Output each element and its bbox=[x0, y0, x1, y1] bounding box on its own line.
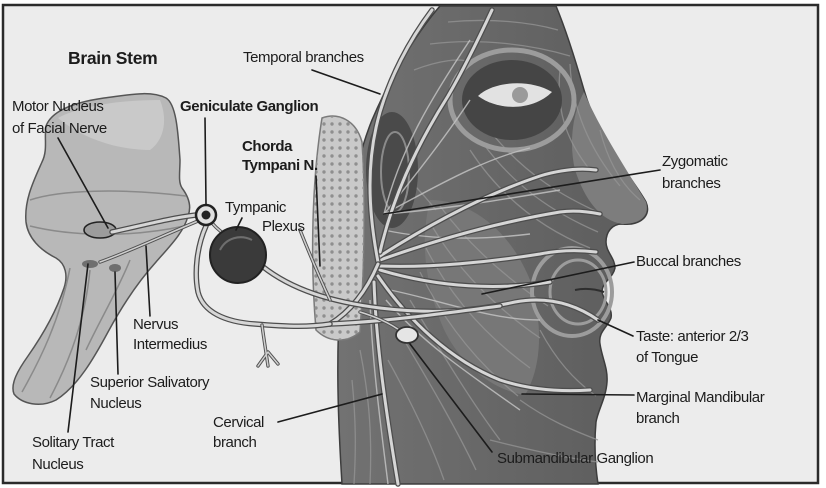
nerve-strand bbox=[383, 147, 531, 215]
leader-tympanic-plexus bbox=[235, 217, 243, 231]
leader-lines bbox=[57, 69, 661, 453]
muscle-fiber-line bbox=[489, 439, 599, 463]
label-line: Intermedius bbox=[133, 336, 207, 353]
leader-zygomatic-branches bbox=[383, 169, 661, 215]
muscle-fiber-line bbox=[351, 379, 356, 485]
label-line: Taste: anterior 2/3 bbox=[636, 328, 749, 345]
leader-submandibular-ganglion bbox=[409, 343, 493, 453]
label-line: branches bbox=[662, 175, 721, 192]
pons-upper-contour bbox=[29, 190, 187, 201]
label-tympanic-plexus: Tympanic Plexus bbox=[225, 199, 305, 235]
label-line: Zygomatic bbox=[662, 153, 728, 170]
orbicularis-oris-inner bbox=[548, 258, 608, 326]
eye bbox=[447, 47, 577, 153]
brain-stem-illustration bbox=[12, 92, 191, 406]
muscle-fiber-line bbox=[481, 141, 599, 233]
label-line: Cervical bbox=[213, 414, 264, 431]
solitary-tract-nucleus bbox=[82, 260, 98, 268]
tympanic-plexus bbox=[209, 226, 267, 284]
muscle-fiber-line bbox=[519, 399, 599, 441]
label-solitary-tract-nucleus: Solitary Tract Nucleus bbox=[32, 434, 118, 473]
label-brain-stem: Brain Stem bbox=[68, 48, 157, 68]
tympanic-plexus-highlight bbox=[219, 236, 253, 251]
label-marginal-mandibular-branch: Marginal Mandibular branch bbox=[636, 389, 768, 427]
label-motor-nucleus: Motor Nucleus of Facial Nerve bbox=[12, 98, 107, 137]
muscle-fiber-line bbox=[387, 359, 445, 481]
label-line: Motor Nucleus bbox=[12, 98, 104, 115]
submandibular-ganglion bbox=[395, 326, 419, 344]
label-line: branch bbox=[213, 434, 257, 451]
label-cervical-branch: Cervical branch bbox=[213, 414, 268, 451]
label-geniculate-ganglion: Geniculate Ganglion bbox=[180, 98, 318, 115]
muscle-fiber-line bbox=[447, 19, 559, 31]
leader-nervus-intermedius bbox=[145, 245, 151, 317]
leader-solitary-tract bbox=[67, 263, 89, 433]
label-line: Superior Salivatory bbox=[90, 374, 210, 391]
medulla-ridge bbox=[21, 267, 71, 393]
brain-stem bbox=[12, 92, 191, 406]
muscle-fiber-line bbox=[429, 41, 571, 57]
label-line: Marginal Mandibular bbox=[636, 389, 765, 406]
label-submandibular-ganglion: Submandibular Ganglion bbox=[497, 450, 653, 467]
nerve-strand bbox=[385, 299, 521, 411]
label-line: Solitary Tract bbox=[32, 434, 115, 451]
label-line: Nucleus bbox=[32, 456, 83, 473]
label-line: Chorda bbox=[242, 138, 293, 155]
leader-taste-tongue bbox=[597, 319, 634, 337]
leader-chorda-tympani bbox=[315, 175, 321, 267]
leader-motor-nucleus bbox=[57, 137, 109, 229]
label-line: Nucleus bbox=[90, 395, 141, 412]
label-line: of Tongue bbox=[636, 349, 698, 366]
label-temporal-branches: Temporal branches bbox=[243, 49, 364, 66]
leader-geniculate-ganglion bbox=[204, 117, 207, 205]
label-line: Tympani N. bbox=[242, 157, 318, 174]
muscle-fiber-line bbox=[397, 329, 477, 471]
muscle-fiber-line bbox=[359, 349, 372, 485]
geniculate-ganglion-core bbox=[201, 210, 211, 220]
label-nervus-intermedius: Nervus Intermedius bbox=[133, 316, 207, 353]
iris bbox=[512, 87, 528, 103]
label-line: of Facial Nerve bbox=[12, 120, 107, 137]
label-line: Nervus bbox=[133, 316, 178, 333]
label-superior-salivatory-nucleus: Superior Salivatory Nucleus bbox=[90, 374, 213, 412]
temporal-bone bbox=[311, 112, 418, 341]
mouth-line bbox=[574, 287, 605, 293]
superior-salivatory-nucleus bbox=[109, 264, 121, 272]
label-line: Plexus bbox=[262, 218, 305, 235]
nerve-strand bbox=[383, 39, 471, 215]
label-line: Tympanic bbox=[225, 199, 287, 216]
leader-superior-salivatory bbox=[114, 271, 119, 375]
mastoid-air-cells bbox=[312, 116, 365, 341]
label-line: branch bbox=[636, 410, 680, 427]
medulla-ridge bbox=[49, 269, 91, 399]
label-buccal-branches: Buccal branches bbox=[636, 253, 741, 270]
label-chorda-tympani: Chorda Tympani N. bbox=[242, 138, 318, 174]
labels: Brain Stem Temporal branches Motor Nucle… bbox=[12, 48, 768, 473]
leader-cervical-branch bbox=[277, 393, 383, 423]
masseter-muscle bbox=[424, 200, 540, 395]
label-zygomatic-branches: Zygomatic branches bbox=[662, 153, 731, 192]
leader-buccal-branches bbox=[481, 261, 635, 295]
label-taste-tongue: Taste: anterior 2/3 of Tongue bbox=[636, 328, 752, 366]
leader-temporal-branches bbox=[311, 69, 381, 95]
orbicularis-oculi-ring bbox=[447, 47, 577, 153]
medulla-ridge bbox=[85, 259, 131, 351]
brain-stem-highlight bbox=[58, 100, 165, 150]
leader-marginal-mandibular bbox=[521, 393, 635, 396]
